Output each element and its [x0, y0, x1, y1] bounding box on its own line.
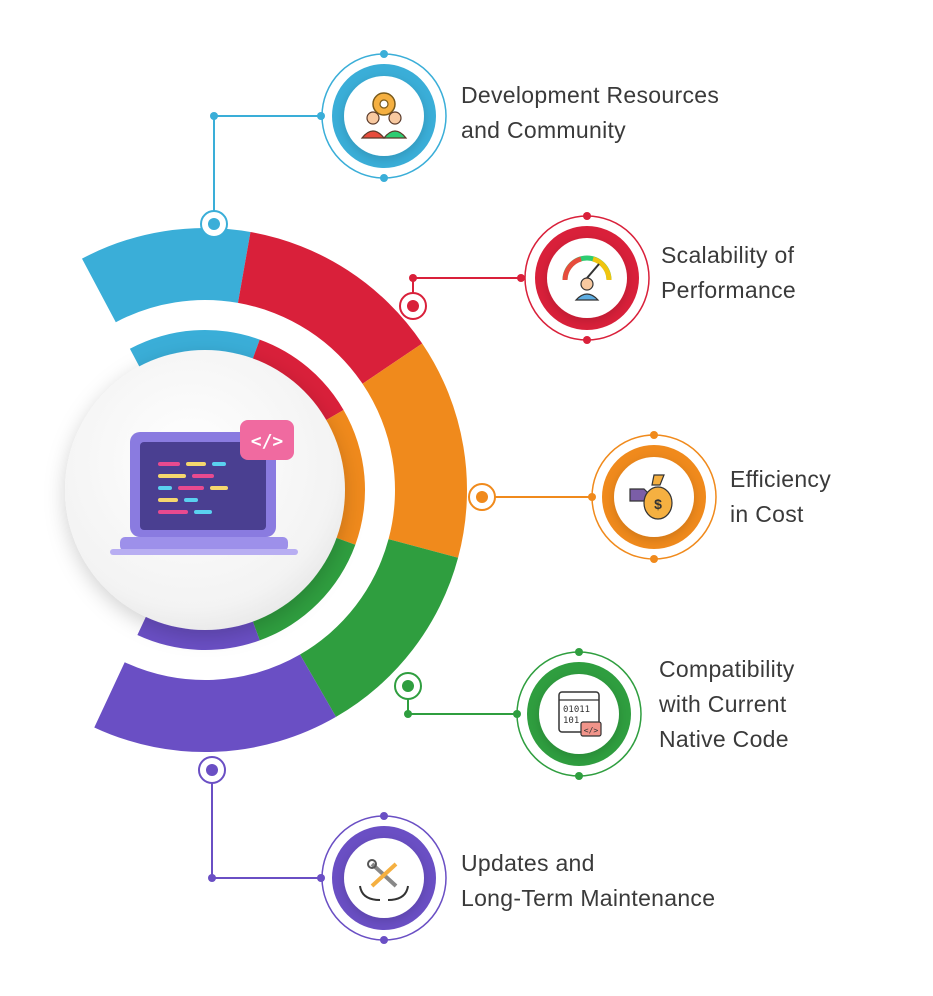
label-line: Updates and [461, 850, 595, 876]
label-line: Development Resources [461, 82, 720, 108]
connector-blue [213, 115, 321, 224]
label-red: Scalability of Performance [661, 238, 796, 308]
end-dot-purple [317, 874, 325, 882]
orbit-dot [380, 50, 388, 58]
end-dot-blue [317, 112, 325, 120]
code-badge: </> [240, 420, 294, 460]
tools-hands-icon [359, 859, 409, 901]
label-line: Native Code [659, 726, 789, 752]
corner-dot-purple [208, 874, 216, 882]
inner-segment-red [249, 339, 344, 425]
badge-purple [321, 812, 447, 944]
connector-dot-orange [476, 491, 488, 503]
ring-segment-red [237, 231, 423, 384]
svg-text:$: $ [654, 496, 662, 512]
orbit-dot [380, 174, 388, 182]
orbit-dot [583, 336, 591, 344]
label-line: Scalability of [661, 242, 795, 268]
orbit-dot [575, 772, 583, 780]
orbit-dot [380, 936, 388, 944]
code-line [158, 486, 172, 490]
ring-segment-blue [81, 227, 251, 323]
connector-dot-purple [206, 764, 218, 776]
code-lines [158, 462, 228, 514]
label-blue: Development Resources and Community [461, 78, 719, 148]
label-line: Performance [661, 277, 796, 303]
code-line [178, 486, 204, 490]
orbit-dot [650, 555, 658, 563]
code-line [210, 486, 228, 490]
badge-blue [321, 50, 447, 182]
connector-purple [211, 770, 321, 879]
money-bag-hand-icon: $ [629, 474, 673, 520]
connector-dot-red [407, 300, 419, 312]
label-orange: Efficiency in Cost [730, 462, 831, 532]
badge-red [524, 212, 650, 344]
ring-segment-purple [94, 654, 336, 752]
corner-dot-green [404, 710, 412, 718]
connector-lines [198, 112, 596, 882]
badge-orange: $ [591, 431, 717, 563]
end-dot-red [517, 274, 525, 282]
code-line [158, 498, 178, 502]
code-badge-label: </> [251, 431, 284, 452]
laptop-code-icon: </> [110, 420, 298, 555]
connector-dot-green [402, 680, 414, 692]
code-tag-text: </> [584, 726, 599, 735]
connector-dot-blue [208, 218, 220, 230]
label-line: Long-Term Maintenance [461, 885, 716, 911]
connector-green [407, 686, 517, 715]
corner-dot-red [409, 274, 417, 282]
label-line: Efficiency [730, 466, 832, 492]
badge-face [344, 76, 424, 156]
label-line: in Cost [730, 501, 804, 527]
binary-text: 01011 [563, 705, 590, 715]
team-gear-icon [360, 92, 408, 139]
outer-ring [81, 227, 467, 752]
ring-segment-green [300, 539, 459, 717]
orbit-dot [380, 812, 388, 820]
corner-dot-blue [210, 112, 218, 120]
code-line [184, 498, 198, 502]
label-line: Compatibility [659, 656, 795, 682]
ring-segment-orange [362, 343, 467, 558]
orbit-dot [650, 431, 658, 439]
code-line [158, 462, 180, 466]
orbit-dot [575, 648, 583, 656]
binary-text: 101 [563, 716, 579, 726]
code-line [212, 462, 226, 466]
label-line: and Community [461, 117, 626, 143]
code-line [194, 510, 212, 514]
code-line [186, 462, 206, 466]
badge-face [344, 838, 424, 918]
connector-red [412, 277, 521, 306]
code-line [158, 510, 188, 514]
orbit-dot [583, 212, 591, 220]
code-line [192, 474, 214, 478]
label-line: with Current [659, 691, 787, 717]
performance-gauge-icon [562, 255, 612, 301]
code-line [158, 474, 186, 478]
